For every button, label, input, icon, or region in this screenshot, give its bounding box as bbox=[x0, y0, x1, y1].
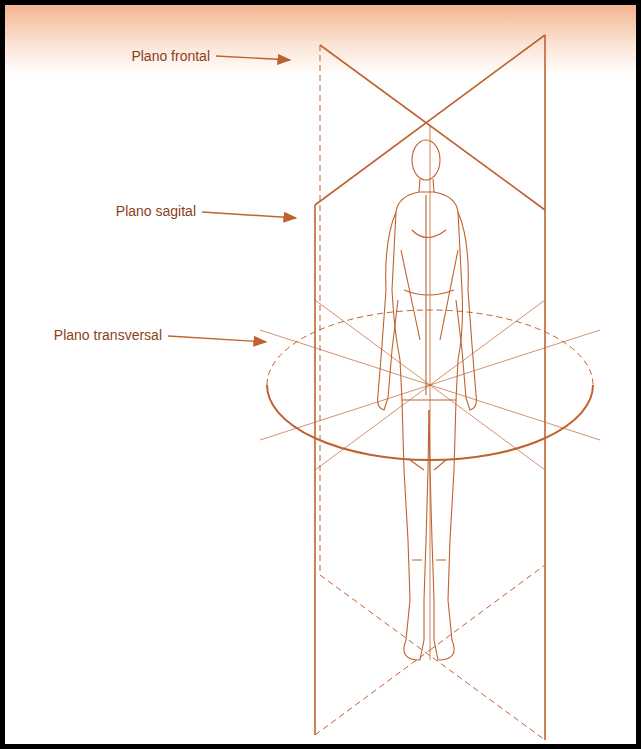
plane-label: Plano frontal bbox=[131, 48, 210, 64]
header-band bbox=[5, 5, 636, 75]
plane-label: Plano sagital bbox=[116, 203, 196, 219]
plane-label: Plano transversal bbox=[54, 327, 162, 343]
